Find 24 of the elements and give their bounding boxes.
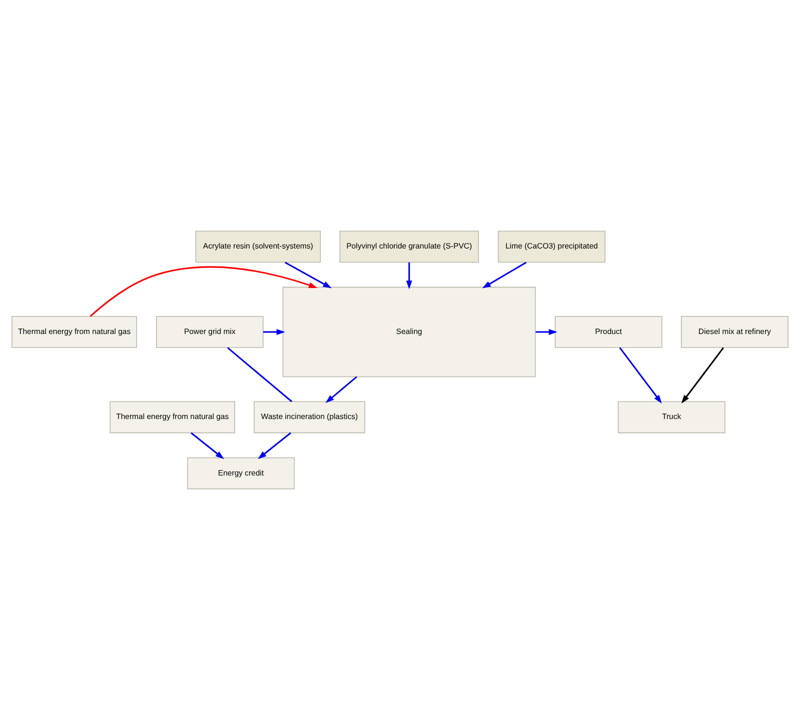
arrow (325, 376, 358, 404)
arrow (482, 262, 527, 288)
arrow (406, 262, 412, 290)
node-box: Diesel mix at refinery (680, 316, 788, 348)
arrow (619, 347, 662, 404)
node-box: Thermal energy from natural gas (12, 316, 137, 348)
node-box: Sealing (282, 286, 536, 378)
arrow (263, 328, 286, 335)
node-box: Truck (618, 401, 726, 434)
node-box: Lime (CaCO3) precipitated (498, 230, 606, 263)
arrow (258, 432, 292, 460)
arrow (90, 266, 318, 317)
arrow (536, 328, 558, 335)
node-box: Energy credit (187, 457, 295, 490)
node-box: Power grid mix (156, 316, 264, 348)
node-box: Polyvinyl chloride granulate (S-PVC) (339, 230, 479, 263)
node-box: Waste incineration (plastics) (254, 401, 366, 434)
arrow (681, 347, 724, 404)
arrow (190, 432, 224, 460)
connector (227, 347, 292, 402)
node-box: Acrylate resin (solvent-systems) (195, 230, 321, 263)
node-box: Product (554, 316, 662, 348)
arrow (284, 262, 332, 288)
node-box: Thermal energy from natural gas (110, 401, 236, 434)
